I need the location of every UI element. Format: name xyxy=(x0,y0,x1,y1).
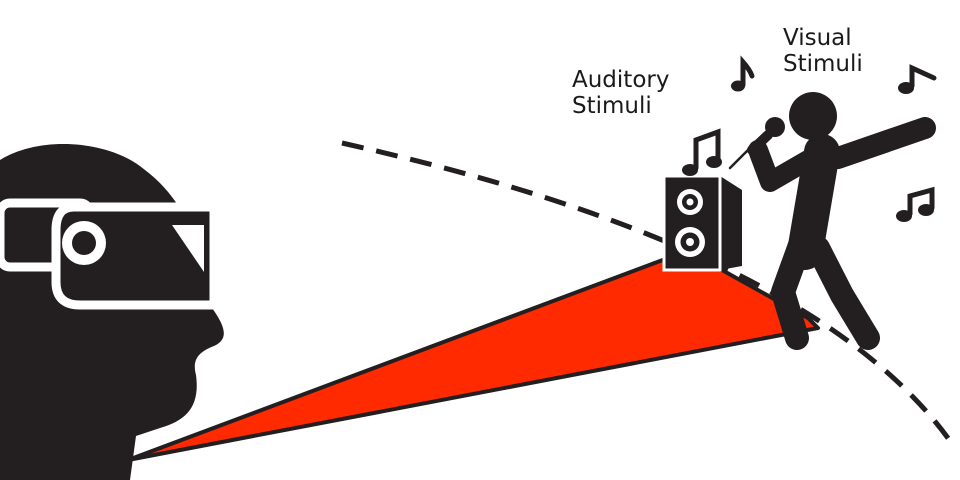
singer-with-microphone-icon xyxy=(728,92,936,350)
vr-headset-head-icon xyxy=(0,143,224,480)
auditory-label-line-2: Stimuli xyxy=(572,93,652,119)
music-note-icon xyxy=(896,186,935,222)
auditory-stimuli-label: Auditory Stimuli xyxy=(572,67,669,119)
visual-label-line-1: Visual xyxy=(783,25,852,51)
music-note-icon xyxy=(898,64,937,94)
gaze-cone xyxy=(126,256,820,462)
auditory-label-line-1: Auditory xyxy=(572,67,670,93)
music-note-icon xyxy=(682,128,722,176)
visual-stimuli-label: Visual Stimuli xyxy=(783,25,863,77)
visual-label-line-2: Stimuli xyxy=(783,51,863,77)
music-note-icon xyxy=(731,55,755,92)
speaker-icon xyxy=(662,174,742,272)
